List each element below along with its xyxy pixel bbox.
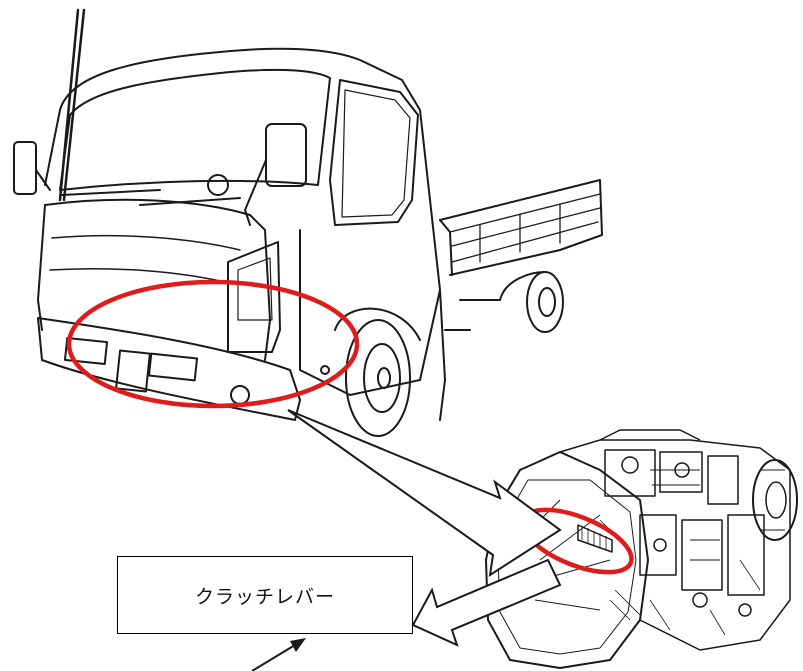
clutch-lever-callout: クラッチレバー (117, 556, 413, 634)
side-window (329, 79, 419, 226)
door (299, 229, 441, 396)
rear-wheel (526, 271, 564, 333)
fog-lamp (230, 385, 250, 405)
windshield (59, 69, 331, 191)
input-shaft (577, 524, 613, 553)
front-bumper (37, 317, 301, 421)
truck-illustration (13, 8, 603, 437)
pointer-wedge (287, 409, 562, 578)
transmission-illustration (485, 429, 798, 669)
left-mirror (13, 141, 37, 195)
grille (49, 234, 241, 283)
side-mirror (265, 123, 307, 187)
label-leader-line (251, 644, 296, 671)
cargo-bed (439, 179, 603, 276)
headlight (227, 241, 281, 353)
clutch-lever-label: クラッチレバー (194, 585, 335, 608)
callout-pointer-arrow (411, 558, 562, 647)
cab-front-outline (59, 47, 446, 421)
cab-face (44, 198, 271, 361)
front-wheel (345, 319, 411, 437)
bell-housing (485, 451, 649, 669)
wipers (61, 189, 241, 206)
output-flange (752, 459, 798, 541)
bumper-highlight-oval (66, 279, 360, 409)
label-leader-arrowhead (290, 638, 306, 652)
